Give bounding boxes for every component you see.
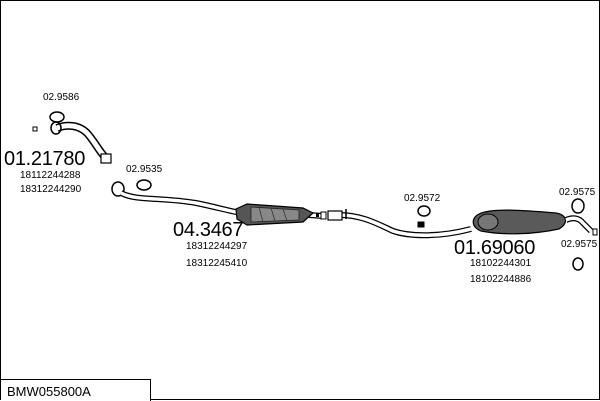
part-ref-04-3467-a: 18312244297 xyxy=(186,241,248,252)
fitting-label-02-9586: 02.9586 xyxy=(43,92,80,103)
part-ref-01-69060-a: 18102244301 xyxy=(470,258,532,269)
gasket-ring-02-9572 xyxy=(417,205,431,217)
gasket-ring-02-9575-lower xyxy=(572,257,584,271)
part-ref-01-69060-b: 18102244886 xyxy=(470,274,532,285)
fitting-label-02-9575-upper: 02.9575 xyxy=(559,187,596,198)
diagram-title: BMW055800A xyxy=(7,384,91,399)
fitting-label-02-9575-lower: 02.9575 xyxy=(561,239,598,250)
title-box: BMW055800A xyxy=(1,379,151,401)
gasket-ring-02-9535 xyxy=(111,179,152,197)
rear-pipe xyxy=(327,209,472,239)
part-ref-01-21780-b: 18312244290 xyxy=(20,184,82,195)
part-ref-04-3467-b: 18312245410 xyxy=(186,258,248,269)
front-pipe xyxy=(55,121,112,164)
part-number-04-3467: 04.3467 xyxy=(173,219,244,241)
gasket-ring-02-9575-upper xyxy=(571,198,585,214)
part-number-01-21780: 01.21780 xyxy=(4,148,86,170)
rear-silencer xyxy=(472,209,598,236)
part-ref-01-21780-a: 18112244288 xyxy=(20,170,81,181)
centre-silencer xyxy=(235,203,315,226)
gasket-ring-02-9586 xyxy=(32,111,65,135)
fitting-label-02-9572: 02.9572 xyxy=(404,193,441,204)
fitting-label-02-9535: 02.9535 xyxy=(126,164,163,175)
part-number-01-69060: 01.69060 xyxy=(454,237,536,259)
